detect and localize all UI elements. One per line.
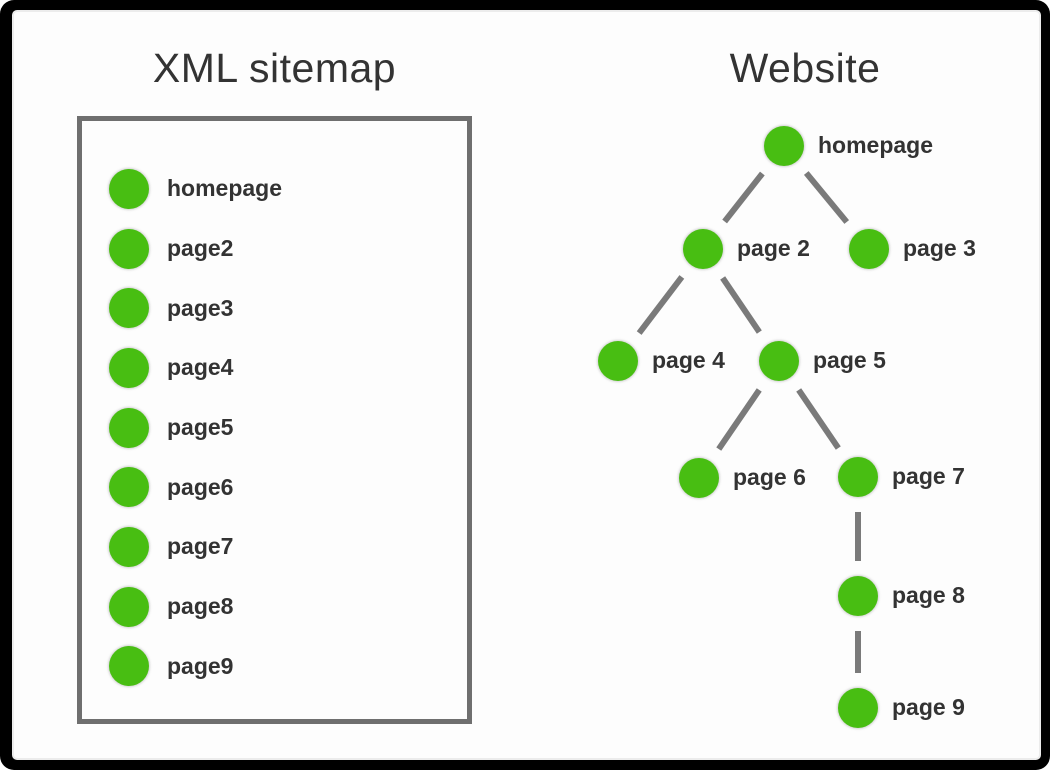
sitemap-list-item: page3 [82, 278, 467, 338]
sitemap-list-item: page6 [82, 457, 467, 517]
tree-node-page5: page 5 [759, 341, 886, 381]
page-node-icon [849, 229, 889, 269]
content-area: XML sitemap Website homepage page2 page3… [12, 10, 1041, 760]
page-label: homepage [818, 131, 934, 158]
page-node-icon [109, 586, 149, 627]
tree-node-page9: page 9 [838, 688, 965, 728]
sitemap-list-item: page8 [82, 577, 467, 637]
page-label: page7 [167, 533, 234, 560]
tree-node-homepage: homepage [764, 126, 933, 166]
tree-edges [636, 171, 861, 673]
page-node-icon [683, 229, 723, 269]
page-label: page 3 [903, 234, 976, 261]
page-label: page2 [167, 235, 234, 262]
page-node-icon [109, 228, 149, 269]
sitemap-list: homepage page2 page3 page4 page5 page6 p… [82, 159, 467, 696]
page-node-icon [679, 458, 719, 498]
page-node-icon [109, 526, 149, 567]
page-label: page 4 [652, 346, 725, 373]
page-label: page 8 [892, 581, 965, 608]
tree-node-page6: page 6 [679, 458, 806, 498]
tree-edge-page5-page6 [716, 388, 762, 451]
tree-edge-page2-page5 [720, 276, 762, 334]
page-node-icon [109, 646, 149, 687]
page-node-icon [109, 347, 149, 388]
page-node-icon [109, 288, 149, 329]
website-tree: homepage page 2 page 3 page 4 page 5 pag… [14, 12, 1039, 758]
page-label: page9 [167, 652, 234, 679]
page-label: page 7 [892, 462, 965, 489]
sitemap-list-item: homepage [82, 159, 467, 219]
sitemap-list-item: page5 [82, 398, 467, 458]
tree-edge-page2-page4 [636, 275, 685, 335]
sitemap-list-item: page2 [82, 219, 467, 279]
page-label: page 6 [733, 463, 806, 490]
page-node-icon [838, 576, 878, 616]
page-label: page4 [167, 354, 234, 381]
sitemap-list-item: page9 [82, 637, 467, 697]
page-label: page 5 [813, 346, 886, 373]
sitemap-box: homepage page2 page3 page4 page5 page6 p… [77, 116, 472, 724]
page-node-icon [764, 126, 804, 166]
page-label: page6 [167, 473, 234, 500]
tree-edge-homepage-page2 [722, 171, 765, 224]
tree-node-page3: page 3 [849, 229, 976, 269]
tree-node-page4: page 4 [598, 341, 725, 381]
sitemap-list-item: page4 [82, 338, 467, 398]
page-label: page 2 [737, 234, 810, 261]
page-label: page5 [167, 414, 234, 441]
tree-edge-homepage-page3 [803, 171, 850, 224]
tree-node-page7: page 7 [838, 457, 965, 497]
page-label: homepage [167, 175, 283, 202]
page-label: page3 [167, 294, 234, 321]
page-node-icon [109, 168, 149, 209]
page-node-icon [109, 407, 149, 448]
sitemap-title: XML sitemap [152, 45, 397, 91]
page-node-icon [109, 467, 149, 508]
tree-node-page2: page 2 [683, 229, 810, 269]
page-node-icon [759, 341, 799, 381]
page-node-icon [838, 688, 878, 728]
page-label: page 9 [892, 693, 965, 720]
tree-node-page8: page 8 [838, 576, 965, 616]
tree-edge-page5-page7 [796, 388, 841, 450]
website-title: Website [729, 45, 881, 91]
page-node-icon [838, 457, 878, 497]
page-label: page8 [167, 593, 234, 620]
sitemap-list-item: page7 [82, 517, 467, 577]
page-node-icon [598, 341, 638, 381]
